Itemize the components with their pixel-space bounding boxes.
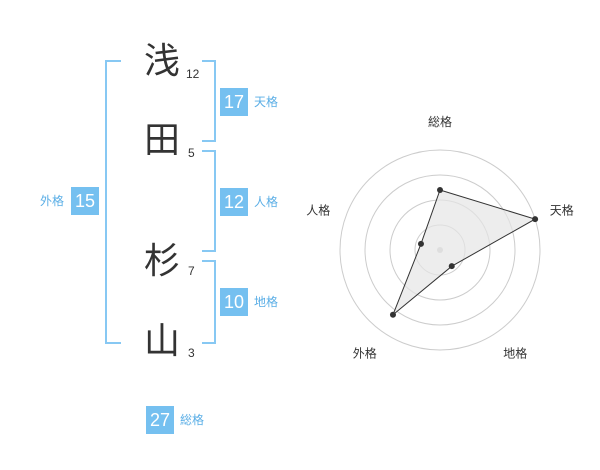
radar-data-points [389,187,539,318]
name-char-3: 杉 [143,241,180,282]
radar-axis-label-5: 人格 [306,202,330,217]
chikaku-value: 10 [220,288,248,316]
soukaku-label: 総格 [180,413,205,427]
radar-axis-label-3: 地格 [503,346,527,361]
stroke-count-4: 3 [188,346,195,360]
radar-data-area [392,189,537,316]
radar-grid-ring [364,174,516,326]
radar-point-1 [437,187,443,193]
soukaku-value: 27 [146,406,174,434]
gaikaku-value: 15 [71,187,99,215]
jinkaku-label: 人格 [254,195,279,209]
tenkaku-bracket [202,60,216,142]
radar-axis-label-2: 天格 [550,202,574,217]
stroke-count-3: 7 [188,264,195,278]
radar-grid-ring [339,149,541,351]
jinkaku-bracket [202,150,216,252]
stroke-count-2: 5 [188,146,195,160]
gaikaku-label: 外格 [40,194,65,208]
radar-point-2 [532,216,539,223]
chikaku-label: 地格 [254,295,279,309]
chikaku-bracket [202,260,216,344]
name-char-4: 山 [143,321,180,362]
radar-axis-label-4: 外格 [353,346,377,361]
gaikaku-bracket [105,60,121,344]
radar-axis-label-1: 総格 [428,114,452,129]
radar-point-4 [389,311,396,318]
radar-point-3 [448,263,455,270]
radar-point-5 [417,240,424,247]
stroke-count-1: 12 [186,67,200,81]
tenkaku-label: 天格 [254,95,279,109]
name-char-1: 浅 [143,41,180,82]
jinkaku-value: 12 [220,188,248,216]
tenkaku-value: 17 [220,88,248,116]
name-char-2: 田 [143,120,180,161]
